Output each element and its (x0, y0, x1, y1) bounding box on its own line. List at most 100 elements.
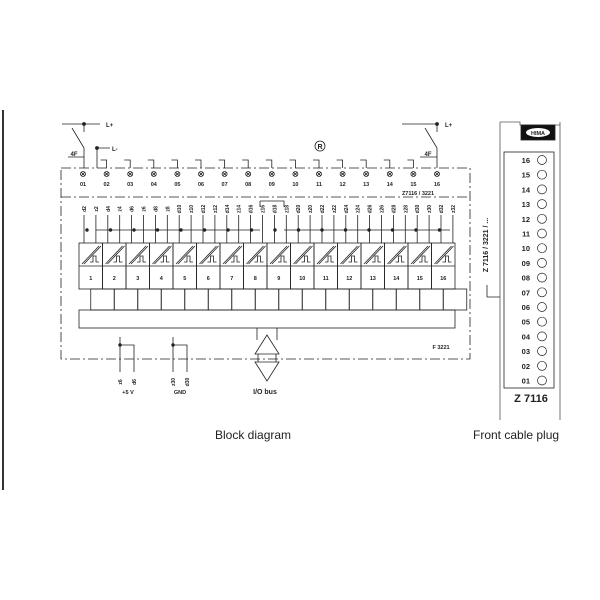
schmitt-trigger-icon (419, 255, 428, 263)
led-wire (218, 159, 225, 168)
led-label: 08 (245, 182, 251, 188)
io-bus-arrow-icon (254, 328, 280, 382)
pin-label: z28 (403, 205, 409, 213)
optocoupler-icon (363, 245, 384, 265)
pin-label: z32 (451, 205, 457, 213)
junction-dot (202, 228, 207, 232)
channel-label: 6 (207, 276, 210, 282)
led-wire (360, 159, 367, 168)
module-boundary (60, 167, 471, 360)
pin-label: d6 (130, 206, 136, 212)
junction-dot (82, 122, 86, 126)
schmitt-trigger-icon (160, 255, 170, 263)
channel-label: 15 (417, 276, 423, 282)
pin-label: d22 (320, 204, 326, 213)
logic-cell (160, 288, 186, 311)
front-plug-body (499, 121, 561, 420)
plug-led-icon (537, 316, 547, 327)
led-icon (127, 171, 134, 177)
junction-dot (296, 228, 301, 232)
optocoupler-icon (105, 245, 125, 265)
logic-cell (90, 288, 115, 311)
junction-dot (118, 343, 122, 347)
plug-led-icon (537, 287, 547, 298)
left-edge-line (2, 110, 4, 490)
plug-led-label: 05 (522, 318, 530, 327)
cable-ref-leader (486, 285, 500, 298)
channel-label: 5 (183, 276, 186, 282)
front-plug-caption: Front cable plug (473, 428, 560, 442)
plug-led-icon (537, 346, 547, 356)
led-icon (245, 171, 252, 177)
hima-logo-oval (526, 128, 550, 137)
led-cross (222, 172, 227, 176)
channel-label: 10 (299, 276, 305, 282)
schmitt-trigger-icon (348, 255, 358, 263)
power-wires (119, 337, 188, 372)
led-cross (387, 172, 392, 176)
block-diagram-caption: Block diagram (215, 428, 292, 442)
optocoupler-icon (81, 245, 102, 265)
schmitt-trigger-icon (231, 255, 240, 263)
junction-dot (249, 228, 254, 232)
led-cross (293, 172, 298, 176)
schmitt-trigger-icon (442, 255, 452, 263)
pin-label: z6 (142, 206, 148, 212)
pin-label: d20 (296, 204, 302, 213)
logic-cell (442, 288, 468, 311)
plug-led-icon (537, 169, 547, 180)
junction-dot (85, 228, 89, 232)
l-plus-label: L+ (106, 123, 114, 129)
pin-label: z22 (332, 205, 338, 213)
led-icon (268, 171, 275, 177)
logic-cell (231, 288, 256, 311)
pin-label: d16 (249, 204, 255, 213)
channel-label: 12 (346, 276, 352, 282)
plug-led-icon (537, 155, 547, 165)
led-icon (198, 171, 204, 177)
junction-dot (95, 146, 99, 150)
pin-label: z18 (284, 205, 290, 213)
led-cross (364, 172, 369, 176)
junction-dot (367, 228, 371, 232)
optocoupler-icon (199, 245, 219, 265)
l-minus-label: L- (112, 147, 118, 153)
led-label: 02 (104, 182, 110, 188)
plug-led-icon (537, 375, 547, 386)
plug-model-label: Z 7116 (514, 393, 548, 405)
led-label: 05 (174, 182, 180, 188)
led-cross (81, 172, 85, 176)
led-icon (316, 171, 322, 177)
led-cross (340, 172, 345, 176)
optocoupler-icon (152, 245, 172, 265)
led-wire (289, 159, 296, 168)
channel-label: 9 (277, 276, 280, 282)
junction-dot (226, 228, 230, 232)
channel-label: 7 (230, 276, 233, 282)
led-icon (434, 171, 440, 177)
led-label: 03 (127, 182, 133, 188)
optocoupler-icon (340, 245, 360, 265)
plug-led-icon (537, 228, 547, 239)
led-icon (221, 171, 228, 177)
logic-cell (278, 288, 303, 311)
plug-led-label: 01 (522, 377, 530, 386)
logic-cell (184, 288, 209, 311)
optocoupler-icon (222, 245, 243, 265)
led-wire (383, 159, 391, 168)
pin-label: d8 (153, 206, 159, 212)
channel-label: 11 (323, 276, 329, 282)
led-label: 16 (434, 182, 440, 188)
led-wire (147, 159, 155, 168)
power-pin-label: d6 (132, 379, 138, 385)
led-wire (265, 159, 273, 168)
plug-led-label: 03 (522, 347, 530, 356)
channel-label: 16 (440, 276, 446, 282)
fuse-label-left: 4F (70, 152, 77, 158)
pin-label: z16 (261, 205, 267, 213)
plug-led-icon (537, 331, 547, 342)
internal-bus (78, 309, 456, 329)
schmitt-trigger-icon (325, 255, 334, 263)
channel-label: 2 (113, 276, 116, 282)
